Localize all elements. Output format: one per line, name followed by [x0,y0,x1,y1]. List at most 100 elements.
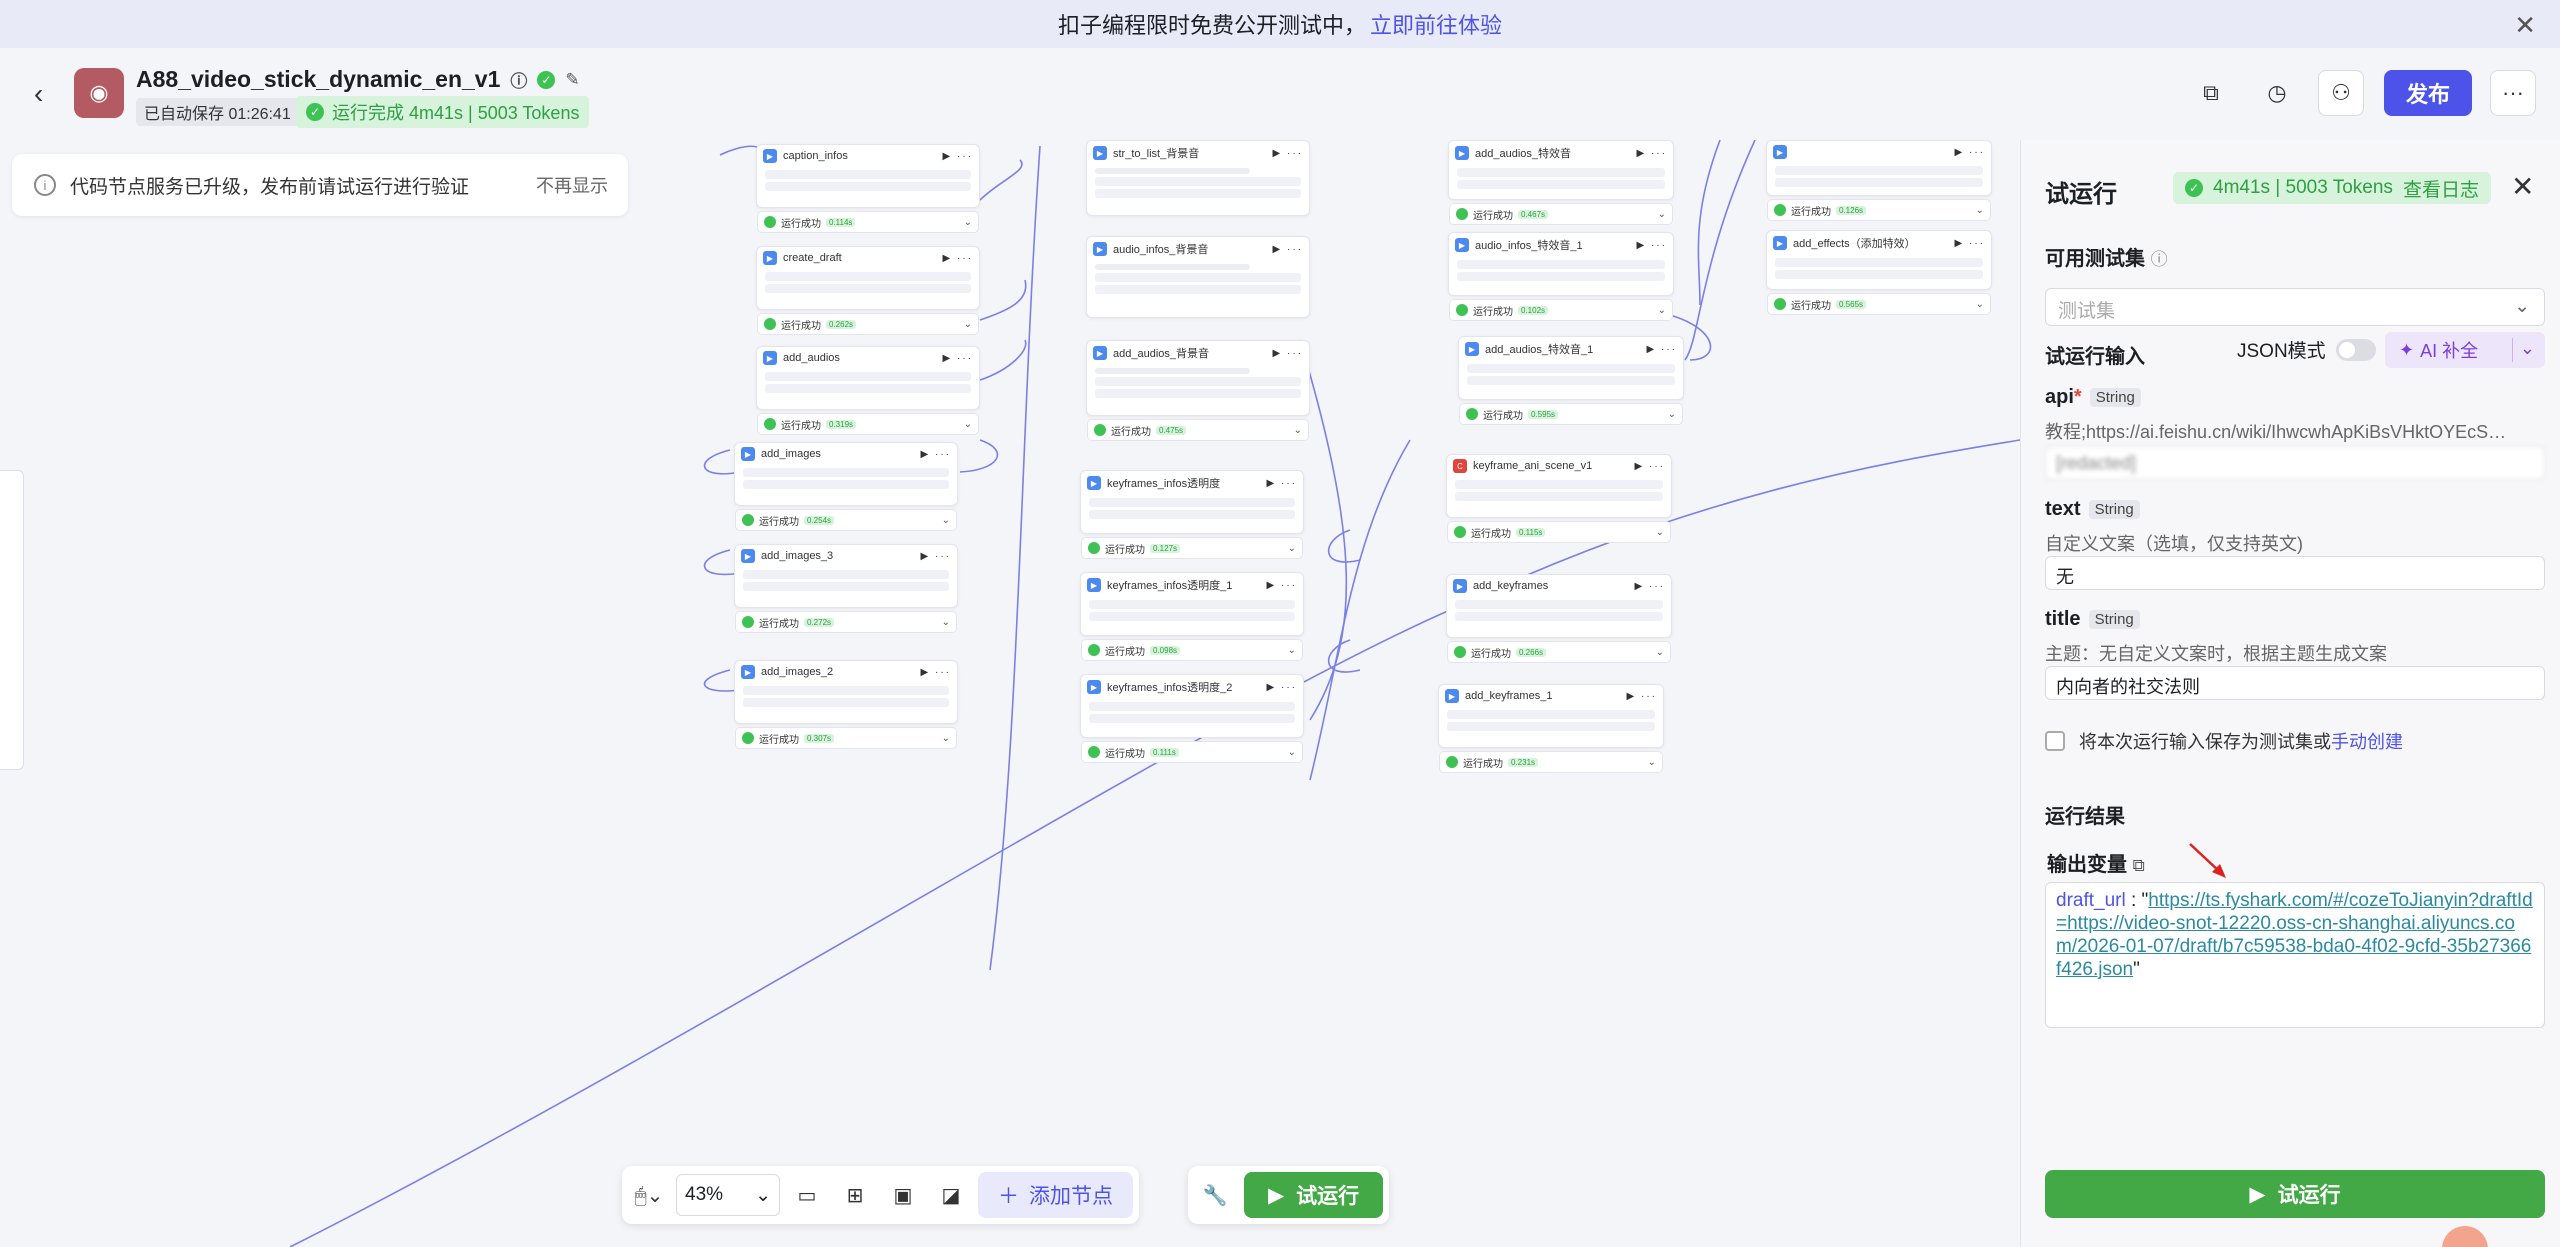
back-icon[interactable]: ‹ [34,78,44,109]
minimap-icon[interactable]: ◪ [941,1184,961,1207]
node-actions-icon[interactable]: ▶ ··· [1272,147,1303,159]
side-node-stub[interactable] [0,470,24,770]
workflow-canvas[interactable]: i 代码节点服务已升级，发布前请试运行进行验证 不再显示 ▶caption_in… [0,140,2020,1247]
more-icon[interactable]: ··· [2490,70,2536,116]
node-icon: ▶ [1453,579,1467,593]
workflow-node[interactable]: ▶str_to_list_背景音▶ ··· [1086,140,1310,216]
json-switch[interactable] [2335,338,2376,361]
edge [1449,439,2020,611]
node-time: 0.595s [1528,409,1559,419]
dismiss-link[interactable]: 不再显示 [536,176,608,196]
node-actions-icon[interactable]: ▶ ··· [1636,147,1667,159]
image-icon[interactable]: ▣ [893,1184,913,1207]
chevron-down-icon: ⌄ [755,1184,771,1206]
node-actions-icon[interactable]: ▶ ··· [920,666,951,678]
success-icon [764,418,776,430]
node-actions-icon[interactable]: ▶ ··· [1954,237,1985,249]
node-actions-icon[interactable]: ▶ ··· [1626,690,1657,702]
run-status-text: 运行完成 4m41s | 5003 Tokens [332,103,580,123]
copy-icon[interactable]: ⧉ [2132,856,2145,875]
save-testset-checkbox[interactable] [2045,731,2065,751]
view-log-link[interactable]: 查看日志 [2402,179,2479,201]
history-icon[interactable]: ◷ [2267,80,2287,105]
node-title: create_draft [783,252,842,264]
node-title: add_keyframes_1 [1465,690,1553,702]
edit-icon[interactable]: ✎ [565,69,580,89]
output-label-row: 输出变量 ⧉ [2047,854,2145,876]
success-icon [1774,298,1786,310]
comment-icon[interactable]: ▭ [797,1184,817,1207]
node-icon: C [1453,459,1467,473]
node-actions-icon[interactable]: ▶ ··· [942,352,973,364]
testset-select[interactable]: 测试集 ⌄ [2045,288,2545,326]
zoom-select[interactable]: 43%⌄ [676,1174,780,1216]
node-actions-icon[interactable]: ▶ ··· [1634,580,1665,592]
info-icon: i [34,174,56,196]
node-actions-icon[interactable]: ▶ ··· [942,252,973,264]
node-icon: ▶ [763,351,777,365]
layout-icon[interactable]: ⊞ [846,1184,864,1207]
node-actions-icon[interactable]: ▶ ··· [1266,477,1297,489]
close-icon[interactable]: ✕ [2514,10,2536,40]
node-actions-icon[interactable]: ▶ ··· [1272,243,1303,255]
json-mode-toggle[interactable]: JSON模式 [2237,336,2376,363]
node-icon: ▶ [741,549,755,563]
node-actions-icon[interactable]: ▶ ··· [1266,681,1297,693]
workflow-node[interactable]: ▶audio_infos_背景音▶ ··· [1086,236,1310,318]
ai-fill-button[interactable]: ✦ AI 补全 ⌄ [2385,332,2545,368]
banner-link[interactable]: 立即前往体验 [1370,13,1503,38]
save-testset-row: 将本次运行输入保存为测试集或手动创建 [2045,728,2403,754]
node-icon: ▶ [1093,146,1107,160]
output-url-link[interactable]: https://ts.fyshark.com/#/cozeToJianyin?d… [2056,890,2533,980]
node-actions-icon[interactable]: ▶ ··· [1636,239,1667,251]
api-input[interactable]: [redacted] [2045,446,2545,480]
title-input[interactable]: 内向者的社交法则 [2045,666,2545,700]
collaborators-icon[interactable]: ⚇ [2318,70,2364,116]
publish-button[interactable]: 发布 [2384,70,2472,116]
assistant-avatar[interactable] [2442,1226,2488,1247]
close-icon[interactable]: ✕ [2511,171,2535,202]
node-icon: ▶ [1465,342,1479,356]
chevron-down-icon[interactable]: ⌄ [2519,338,2535,358]
success-icon [742,732,754,744]
node-actions-icon[interactable]: ▶ ··· [920,448,951,460]
node-actions-icon[interactable]: ▶ ··· [942,150,973,162]
success-icon [1088,644,1100,656]
add-node-button[interactable]: ＋添加节点 [978,1172,1133,1218]
node-icon: ▶ [1773,145,1787,159]
node-actions-icon[interactable]: ▶ ··· [1634,460,1665,472]
node-actions-icon[interactable]: ▶ ··· [920,550,951,562]
info-icon[interactable]: ⓘ [510,72,528,91]
panel-run-button[interactable]: ▶ 试运行 [2045,1170,2545,1218]
text-input[interactable]: 无 [2045,556,2545,590]
node-actions-icon[interactable]: ▶ ··· [1272,347,1303,359]
copy-icon[interactable]: ⧉ [2203,80,2219,105]
manual-create-link[interactable]: 手动创建 [2331,732,2403,752]
wrench-icon[interactable]: 🔧 [1202,1184,1228,1207]
node-title: keyframes_infos透明度 [1107,478,1221,490]
test-run-button[interactable]: ▶试运行 [1244,1172,1384,1218]
node-time: 0.262s [826,319,857,329]
node-actions-icon[interactable]: ▶ ··· [1266,579,1297,591]
node-actions-icon[interactable]: ▶ ··· [1954,146,1985,158]
mouse-mode-icon[interactable]: 🖱⌄ [634,1184,664,1207]
node-actions-icon[interactable]: ▶ ··· [1646,343,1677,355]
